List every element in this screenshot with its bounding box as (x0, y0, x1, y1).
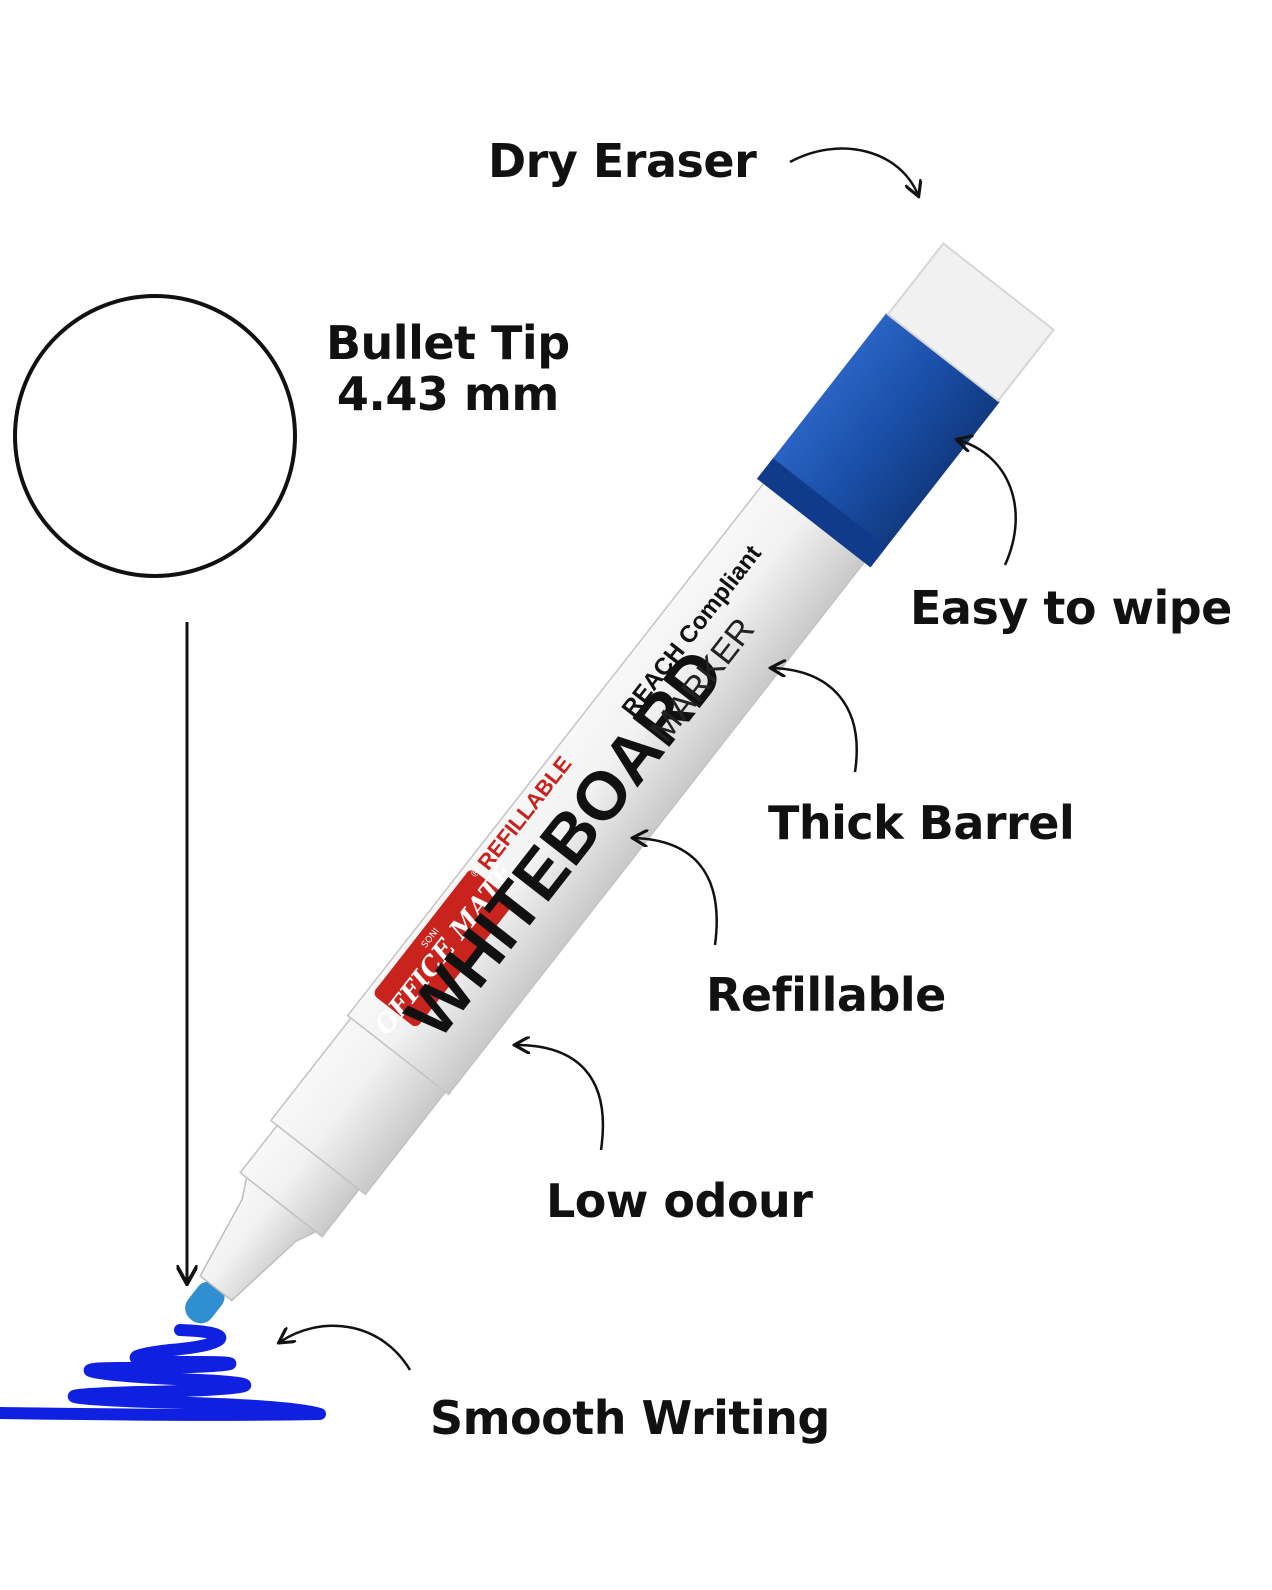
bullet-tip-title: Bullet Tip (326, 316, 570, 370)
dry-eraser-felt (886, 242, 1056, 403)
easy-wipe-arrow (958, 440, 1017, 566)
dry-eraser-arrow (789, 147, 918, 195)
feature-refillable: Refillable (706, 968, 946, 1022)
tip-zoom-inset (13, 294, 297, 578)
feature-smooth-writing: Smooth Writing (430, 1391, 830, 1445)
marker-tip (185, 1281, 225, 1324)
feature-low-odour: Low odour (546, 1174, 813, 1228)
low-odour-arrow (516, 1045, 605, 1151)
bullet-tip-size: 4.43 mm (336, 366, 559, 421)
ink-scribble (0, 1324, 326, 1421)
refillable-arrow (634, 838, 718, 946)
feature-bullet-tip: Bullet Tip 4.43 mm (326, 318, 570, 419)
thick-barrel-arrow (772, 668, 858, 773)
cap-band (757, 458, 887, 568)
feature-thick-barrel: Thick Barrel (768, 796, 1075, 850)
feature-easy-to-wipe: Easy to wipe (910, 581, 1232, 635)
feature-dry-eraser: Dry Eraser (488, 134, 757, 188)
smooth-writing-arrow (280, 1324, 412, 1371)
